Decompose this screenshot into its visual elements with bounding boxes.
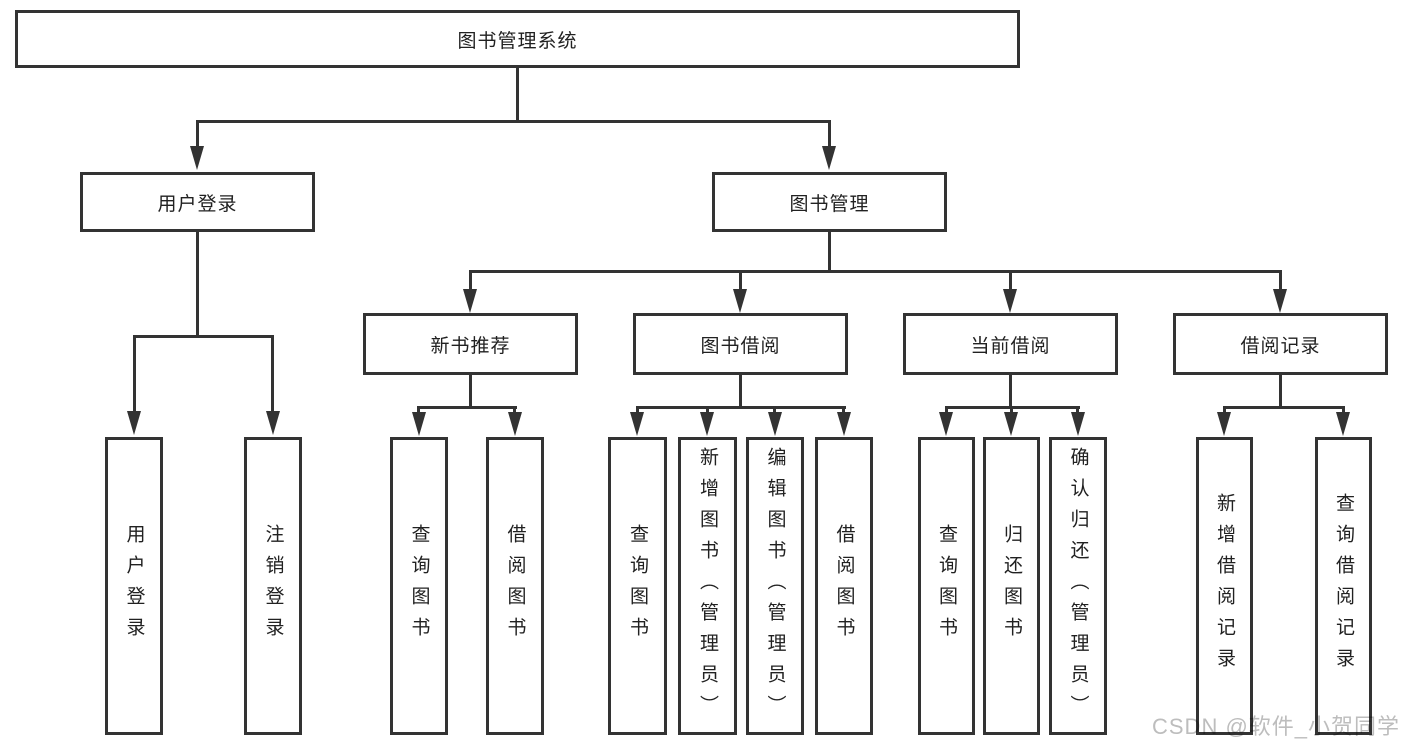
arrow-new-book-icon xyxy=(463,289,477,313)
edge-root-to-book-management xyxy=(828,120,831,148)
edge-to-current-return xyxy=(1010,406,1013,414)
edge-book-borrowing-split xyxy=(636,406,846,409)
edge-book-management-split xyxy=(469,270,1282,273)
edge-to-current-query xyxy=(945,406,948,414)
leaf-record-query: 查询借阅记录 xyxy=(1315,437,1372,735)
node-current-borrowing: 当前借阅 xyxy=(903,313,1118,375)
leaf-borrow-add-admin-label: 新增图书（管理员） xyxy=(697,446,718,726)
arrow-leaf-user-login-icon xyxy=(127,411,141,435)
node-book-borrowing-label: 图书借阅 xyxy=(700,335,781,357)
leaf-borrow-query: 查询图书 xyxy=(608,437,667,735)
node-book-management-label: 图书管理 xyxy=(789,193,870,215)
leaf-current-query: 查询图书 xyxy=(918,437,975,735)
edge-to-newbook-query xyxy=(417,406,420,414)
arrow-current-borrowing-icon xyxy=(1003,289,1017,313)
edge-new-book-stem xyxy=(469,375,472,406)
arrow-borrowing-records-icon xyxy=(1273,289,1287,313)
arrow-newbook-borrow-icon xyxy=(508,412,522,436)
leaf-borrow-edit-admin: 编辑图书（管理员） xyxy=(746,437,804,735)
leaf-current-confirm-admin-label: 确认归还（管理员） xyxy=(1067,446,1089,726)
leaf-record-add-label: 新增借阅记录 xyxy=(1214,493,1235,679)
node-borrowing-records: 借阅记录 xyxy=(1173,313,1388,375)
node-book-borrowing: 图书借阅 xyxy=(633,313,848,375)
edge-to-record-add xyxy=(1223,406,1226,414)
leaf-user-login-label: 用户登录 xyxy=(123,524,145,648)
node-borrowing-records-label: 借阅记录 xyxy=(1240,335,1321,357)
leaf-record-add: 新增借阅记录 xyxy=(1196,437,1253,735)
node-root: 图书管理系统 xyxy=(15,10,1020,68)
arrow-borrow-add-icon xyxy=(700,412,714,436)
arrow-current-confirm-icon xyxy=(1071,412,1085,436)
edge-book-management-stem xyxy=(828,232,831,270)
leaf-borrow-book: 借阅图书 xyxy=(815,437,873,735)
leaf-borrow-query-label: 查询图书 xyxy=(627,524,648,648)
edge-to-leaf-logout xyxy=(271,335,274,413)
arrow-user-login-icon xyxy=(190,146,204,170)
edge-to-borrow-query xyxy=(636,406,639,414)
leaf-user-login: 用户登录 xyxy=(105,437,163,735)
edge-to-newbook-borrow xyxy=(513,406,516,414)
edge-to-new-book xyxy=(469,270,472,291)
edge-root-stem xyxy=(516,68,519,120)
node-book-management: 图书管理 xyxy=(712,172,947,232)
arrow-borrow-book-icon xyxy=(837,412,851,436)
node-user-login-label: 用户登录 xyxy=(157,193,238,215)
csdn-watermark: CSDN @软件_小贺同学 xyxy=(1152,714,1401,739)
node-root-label: 图书管理系统 xyxy=(457,30,578,52)
leaf-logout-label: 注销登录 xyxy=(262,524,284,648)
leaf-current-return: 归还图书 xyxy=(983,437,1040,735)
arrow-current-query-icon xyxy=(939,412,953,436)
arrow-newbook-query-icon xyxy=(412,412,426,436)
edge-to-borrow-add xyxy=(706,406,709,414)
leaf-newbook-borrow-label: 借阅图书 xyxy=(504,524,526,648)
edge-new-book-split xyxy=(417,406,517,409)
edge-to-leaf-user-login xyxy=(133,335,136,413)
edge-to-current-confirm xyxy=(1076,406,1079,414)
leaf-record-query-label: 查询借阅记录 xyxy=(1333,493,1354,679)
edge-root-split xyxy=(196,120,831,123)
arrow-leaf-logout-icon xyxy=(266,411,280,435)
edge-borrowing-records-split xyxy=(1223,406,1345,409)
edge-to-borrow-edit xyxy=(773,406,776,414)
leaf-newbook-borrow: 借阅图书 xyxy=(486,437,544,735)
leaf-newbook-query: 查询图书 xyxy=(390,437,448,735)
arrow-borrow-edit-icon xyxy=(768,412,782,436)
leaf-newbook-query-label: 查询图书 xyxy=(408,524,430,648)
edge-to-borrow-book xyxy=(842,406,845,414)
leaf-current-query-label: 查询图书 xyxy=(936,524,957,648)
node-new-book-recommendation-label: 新书推荐 xyxy=(430,335,511,357)
arrow-book-management-icon xyxy=(822,146,836,170)
arrow-book-borrowing-icon xyxy=(733,289,747,313)
leaf-borrow-edit-admin-label: 编辑图书（管理员） xyxy=(764,446,786,726)
node-current-borrowing-label: 当前借阅 xyxy=(970,335,1051,357)
leaf-borrow-book-label: 借阅图书 xyxy=(833,524,855,648)
edge-book-borrowing-stem xyxy=(739,375,742,406)
edge-to-record-query xyxy=(1342,406,1345,414)
edge-root-to-user-login xyxy=(196,120,199,148)
arrow-current-return-icon xyxy=(1004,412,1018,436)
edge-user-login-stem xyxy=(196,232,199,335)
edge-to-book-borrowing xyxy=(739,270,742,291)
arrow-record-add-icon xyxy=(1217,412,1231,436)
leaf-current-confirm-admin: 确认归还（管理员） xyxy=(1049,437,1107,735)
arrow-borrow-query-icon xyxy=(630,412,644,436)
edge-borrowing-records-stem xyxy=(1279,375,1282,406)
leaf-borrow-add-admin: 新增图书（管理员） xyxy=(678,437,737,735)
edge-to-borrowing-records xyxy=(1279,270,1282,291)
edge-to-current-borrowing xyxy=(1009,270,1012,291)
arrow-record-query-icon xyxy=(1336,412,1350,436)
leaf-logout: 注销登录 xyxy=(244,437,302,735)
leaf-current-return-label: 归还图书 xyxy=(1001,524,1022,648)
edge-current-borrowing-stem xyxy=(1009,375,1012,406)
edge-user-login-split xyxy=(133,335,274,338)
node-user-login: 用户登录 xyxy=(80,172,315,232)
node-new-book-recommendation: 新书推荐 xyxy=(363,313,578,375)
